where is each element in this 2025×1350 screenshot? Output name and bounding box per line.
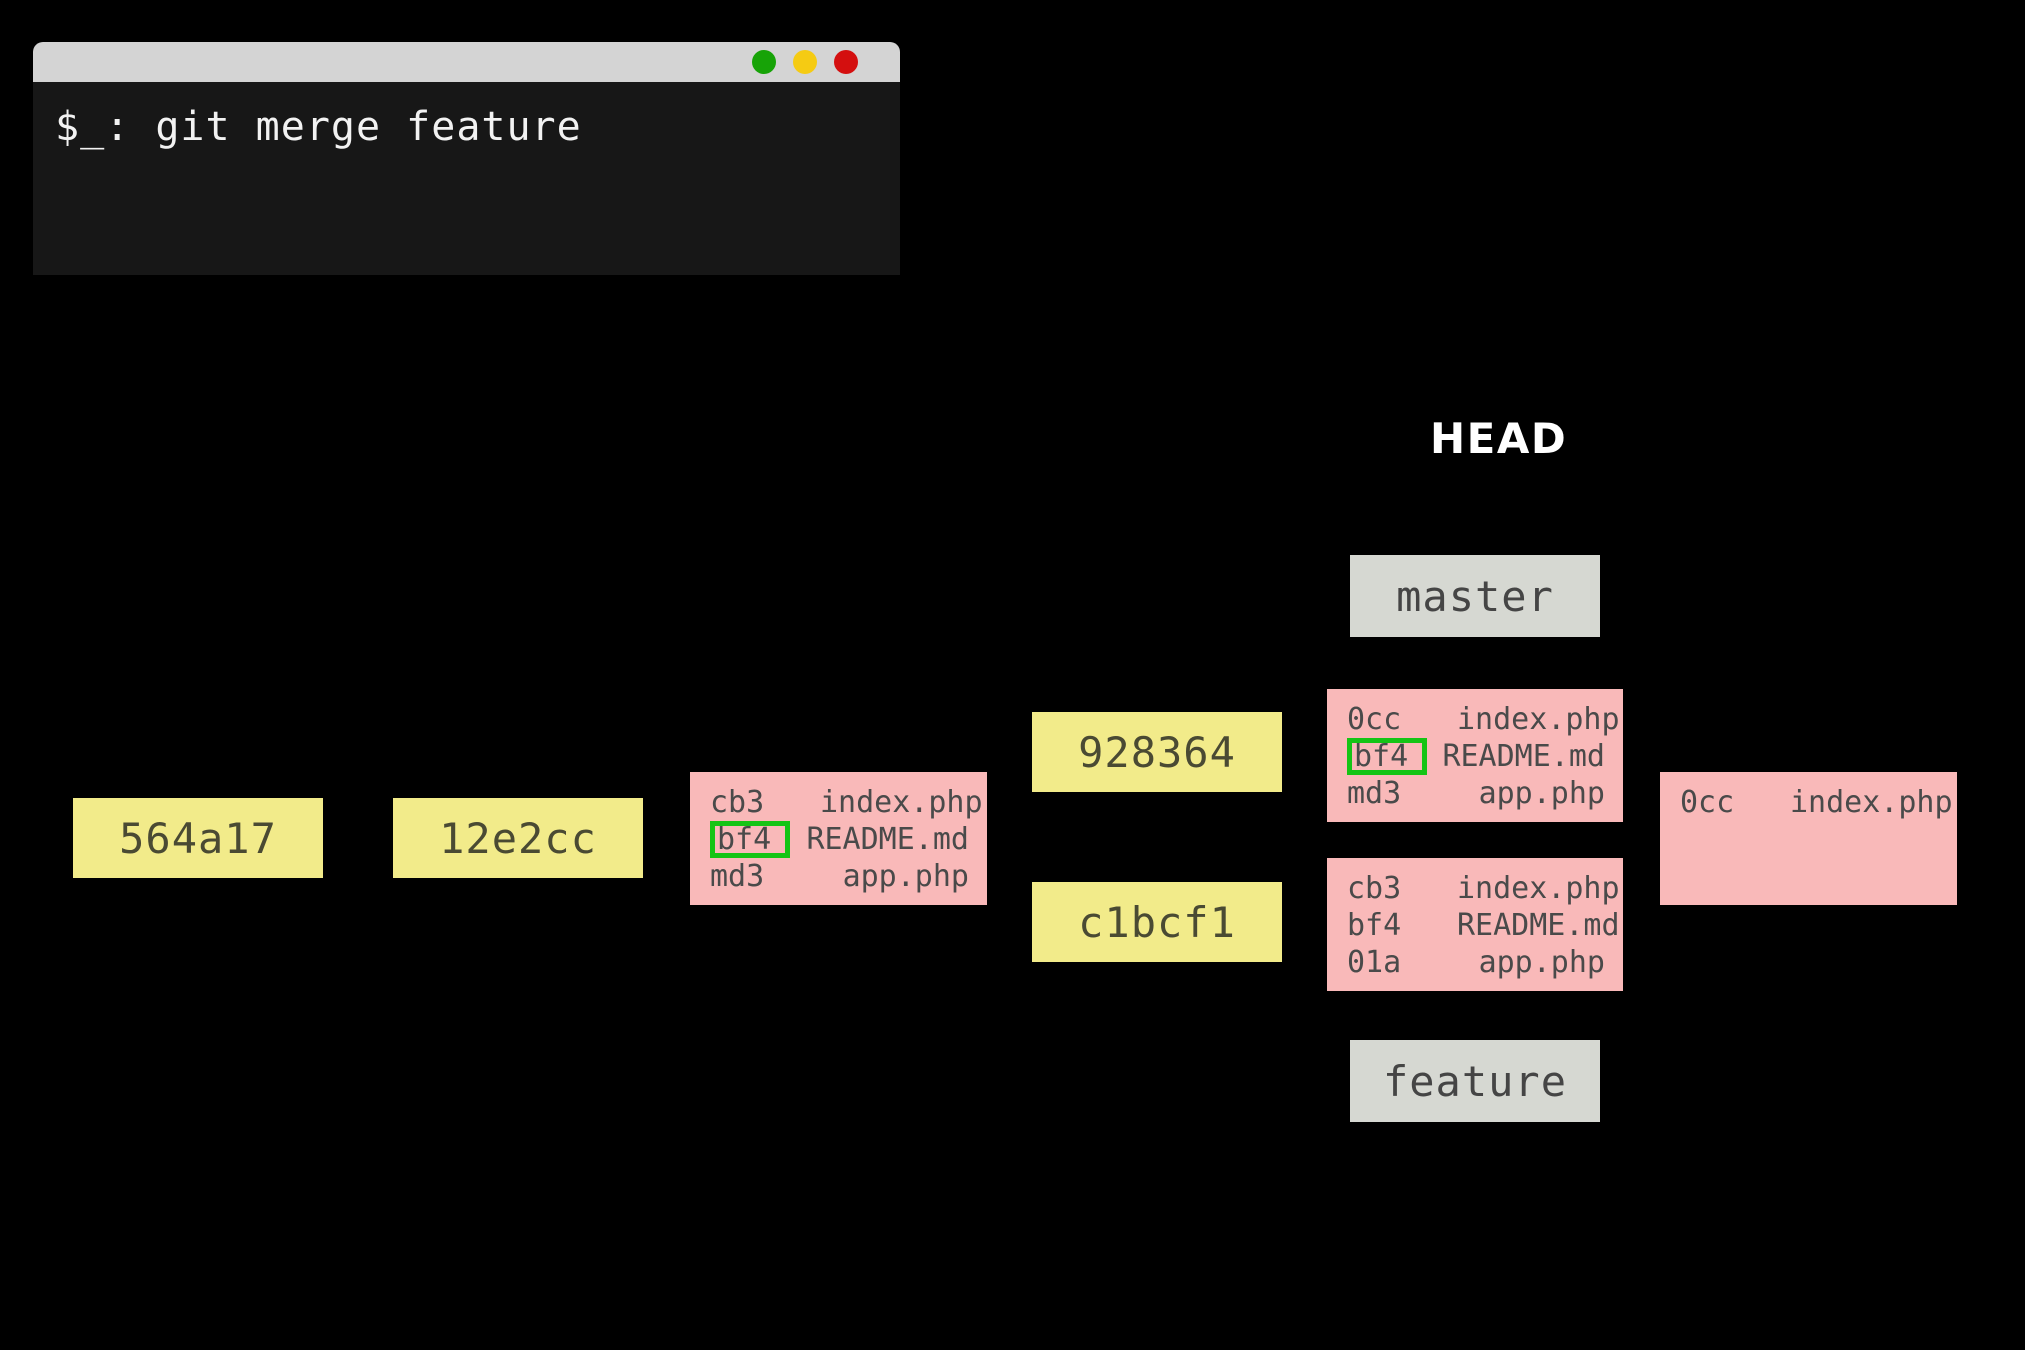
- tree-entry-hash-highlighted: bf4: [710, 821, 790, 858]
- tree-entry-filename: index.php: [1457, 702, 1620, 737]
- tree-entry-hash-highlighted: bf4: [1347, 738, 1427, 775]
- tree-entry-filename: index.php: [1457, 871, 1620, 906]
- tree-object-left[interactable]: cb3 index.php bf4 README.md md3 app.php: [690, 772, 987, 905]
- tree-entry-filename: README.md: [1457, 908, 1620, 943]
- branch-ref-master[interactable]: master: [1350, 555, 1600, 637]
- terminal-command-line: $_: git merge feature: [55, 104, 582, 150]
- tree-object-master[interactable]: 0cc index.php bf4 README.md md3 app.php: [1327, 689, 1623, 822]
- tree-entry-row: 0cc index.php: [1680, 784, 1953, 821]
- tree-entry-row: md3 app.php: [1347, 775, 1605, 812]
- tree-object-merge[interactable]: 0cc index.php: [1660, 772, 1957, 905]
- tree-entry-filename: README.md: [806, 822, 969, 857]
- branch-ref-feature[interactable]: feature: [1350, 1040, 1600, 1122]
- tree-entry-hash: md3: [710, 859, 765, 894]
- tree-entry-filename: index.php: [820, 785, 983, 820]
- tree-entry-filename: app.php: [1478, 945, 1605, 980]
- tree-entry-row: bf4 README.md: [1347, 907, 1620, 944]
- tree-entry-filename: README.md: [1442, 739, 1605, 774]
- tree-entry-filename: index.php: [1790, 785, 1953, 820]
- commit-node-12e2cc[interactable]: 12e2cc: [393, 798, 643, 878]
- tree-entry-hash: cb3: [1347, 871, 1402, 906]
- tree-entry-hash: 0cc: [1347, 702, 1402, 737]
- terminal-window[interactable]: $_: git merge feature: [33, 42, 900, 275]
- tree-entry-filename: app.php: [1478, 776, 1605, 811]
- tree-entry-row: bf4 README.md: [1347, 738, 1605, 775]
- tree-entry-row: 0cc index.php: [1347, 701, 1620, 738]
- maximize-icon[interactable]: [793, 50, 817, 74]
- tree-entry-hash: md3: [1347, 776, 1402, 811]
- tree-entry-hash: 01a: [1347, 945, 1402, 980]
- terminal-titlebar[interactable]: [33, 42, 900, 82]
- tree-entry-hash: 0cc: [1680, 785, 1735, 820]
- close-icon[interactable]: [834, 50, 858, 74]
- tree-entry-row: 01a app.php: [1347, 944, 1605, 981]
- terminal-body[interactable]: [33, 82, 900, 275]
- window-controls: [752, 50, 858, 74]
- tree-entry-row: cb3 index.php: [1347, 870, 1620, 907]
- tree-entry-row: bf4 README.md: [710, 821, 969, 858]
- commit-node-c1bcf1[interactable]: c1bcf1: [1032, 882, 1282, 962]
- head-label: HEAD: [1430, 414, 1568, 463]
- minimize-icon[interactable]: [752, 50, 776, 74]
- tree-entry-hash: bf4: [1347, 908, 1402, 943]
- tree-object-feature[interactable]: cb3 index.php bf4 README.md 01a app.php: [1327, 858, 1623, 991]
- commit-node-928364[interactable]: 928364: [1032, 712, 1282, 792]
- tree-entry-row: md3 app.php: [710, 858, 969, 895]
- commit-node-564a17[interactable]: 564a17: [73, 798, 323, 878]
- tree-entry-row: cb3 index.php: [710, 784, 983, 821]
- tree-entry-hash: cb3: [710, 785, 765, 820]
- tree-entry-filename: app.php: [842, 859, 969, 894]
